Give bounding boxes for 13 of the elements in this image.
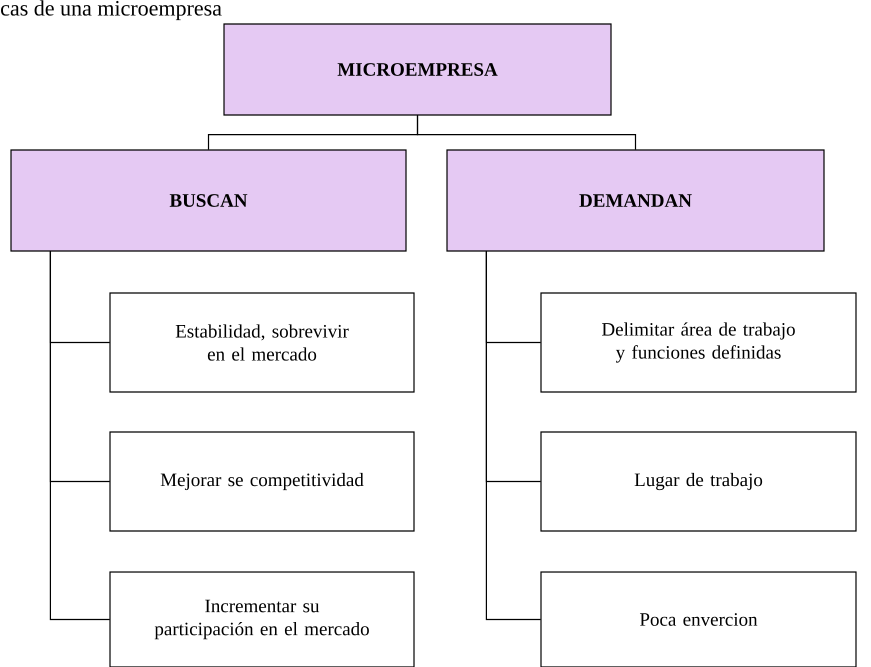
connector-line	[416, 116, 636, 150]
category-box: MICROEMPRESA	[223, 23, 612, 116]
category-box: BUSCAN	[10, 149, 407, 252]
connector-line	[50, 252, 110, 620]
item-box: Estabilidad, sobrevivir en el mercado	[109, 292, 415, 393]
connector-line	[486, 252, 540, 620]
item-box: Mejorar se competitividad	[109, 431, 415, 532]
item-box: Lugar de trabajo	[540, 431, 857, 532]
item-box: Incrementar su participación en el mercado	[109, 571, 415, 667]
item-box: Poca envercion	[540, 571, 857, 667]
item-box: Delimitar área de trabajo y funciones definidas	[540, 292, 857, 393]
category-box: DEMANDAN	[446, 149, 825, 252]
title: cas de una microempresa	[1, 0, 222, 20]
